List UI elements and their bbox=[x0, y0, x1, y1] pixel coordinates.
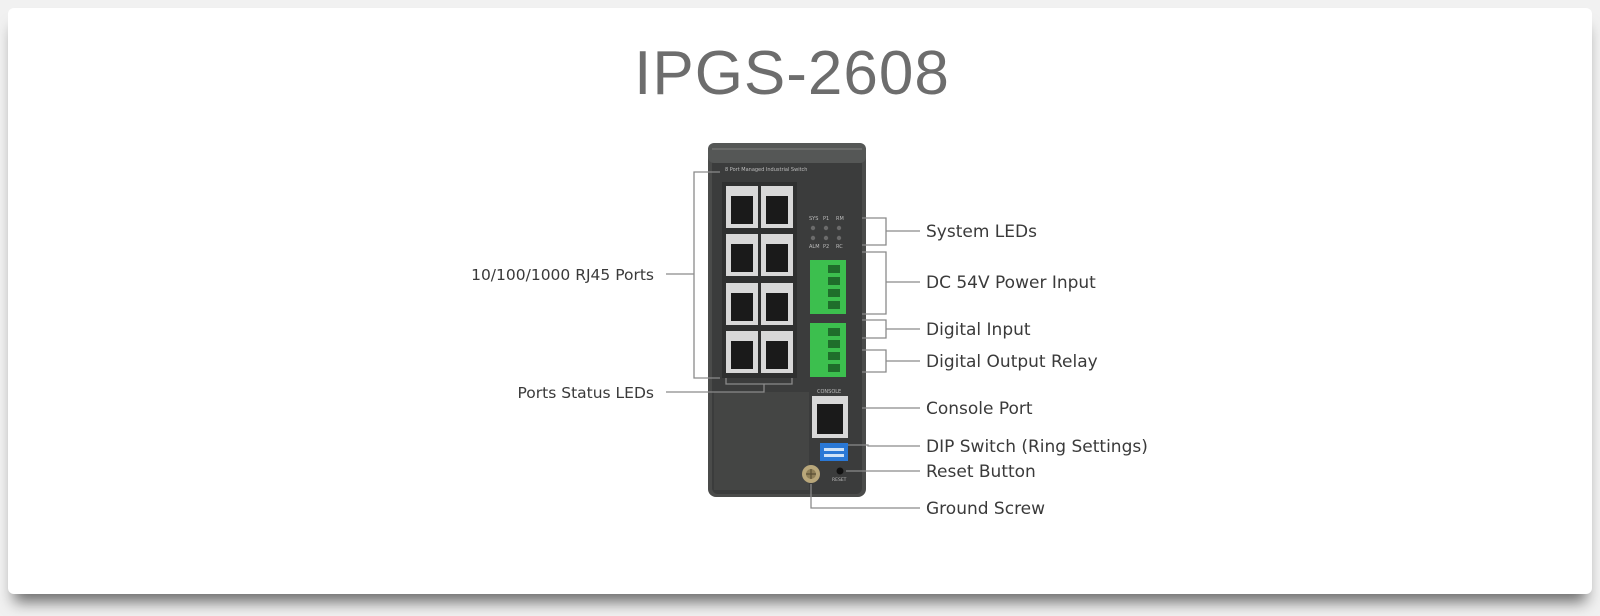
callout-dc-power-input: DC 54V Power Input bbox=[926, 273, 1096, 293]
callout-system-leds: System LEDs bbox=[926, 222, 1037, 242]
power-terminal-block bbox=[810, 260, 846, 314]
svg-text:SYS: SYS bbox=[809, 216, 818, 222]
callout-digital-input: Digital Input bbox=[926, 320, 1031, 340]
svg-text:RM: RM bbox=[836, 216, 844, 222]
rj45-port-block bbox=[722, 182, 797, 378]
dip-switch bbox=[820, 443, 848, 461]
rj45-port bbox=[726, 283, 793, 325]
rj45-port bbox=[726, 234, 793, 276]
svg-text:RC: RC bbox=[836, 244, 843, 250]
rj45-port bbox=[726, 331, 793, 373]
led-indicator bbox=[836, 235, 842, 241]
svg-text:ALM: ALM bbox=[809, 244, 820, 250]
led-indicator bbox=[823, 235, 829, 241]
led-indicator bbox=[836, 225, 842, 231]
callout-ground-screw: Ground Screw bbox=[926, 499, 1045, 519]
system-led-panel: SYS P1 RM ALM P2 RC bbox=[809, 216, 844, 250]
product-title: IPGS-2608 bbox=[634, 39, 950, 108]
chassis-top-label: 8 Port Managed Industrial Switch bbox=[725, 167, 807, 173]
callout-digital-output-relay: Digital Output Relay bbox=[926, 352, 1098, 372]
callout-dip-switch: DIP Switch (Ring Settings) bbox=[926, 437, 1148, 457]
led-indicator bbox=[810, 235, 816, 241]
led-indicator bbox=[810, 225, 816, 231]
reset-button: RESET bbox=[832, 467, 847, 483]
io-terminal-block bbox=[810, 323, 846, 377]
callout-reset-button: Reset Button bbox=[926, 462, 1036, 482]
callout-console-port: Console Port bbox=[926, 399, 1033, 419]
svg-text:P2: P2 bbox=[823, 244, 829, 250]
console-port: CONSOLE bbox=[812, 389, 848, 438]
callout-rj45-ports: 10/100/1000 RJ45 Ports bbox=[471, 266, 654, 284]
rj45-port bbox=[726, 186, 793, 228]
svg-text:RESET: RESET bbox=[832, 477, 847, 483]
led-indicator bbox=[823, 225, 829, 231]
svg-text:CONSOLE: CONSOLE bbox=[817, 389, 841, 395]
leader-lines bbox=[666, 171, 920, 509]
ground-screw bbox=[802, 465, 820, 483]
callout-ports-status-leds: Ports Status LEDs bbox=[518, 384, 655, 402]
svg-text:P1: P1 bbox=[823, 216, 829, 222]
